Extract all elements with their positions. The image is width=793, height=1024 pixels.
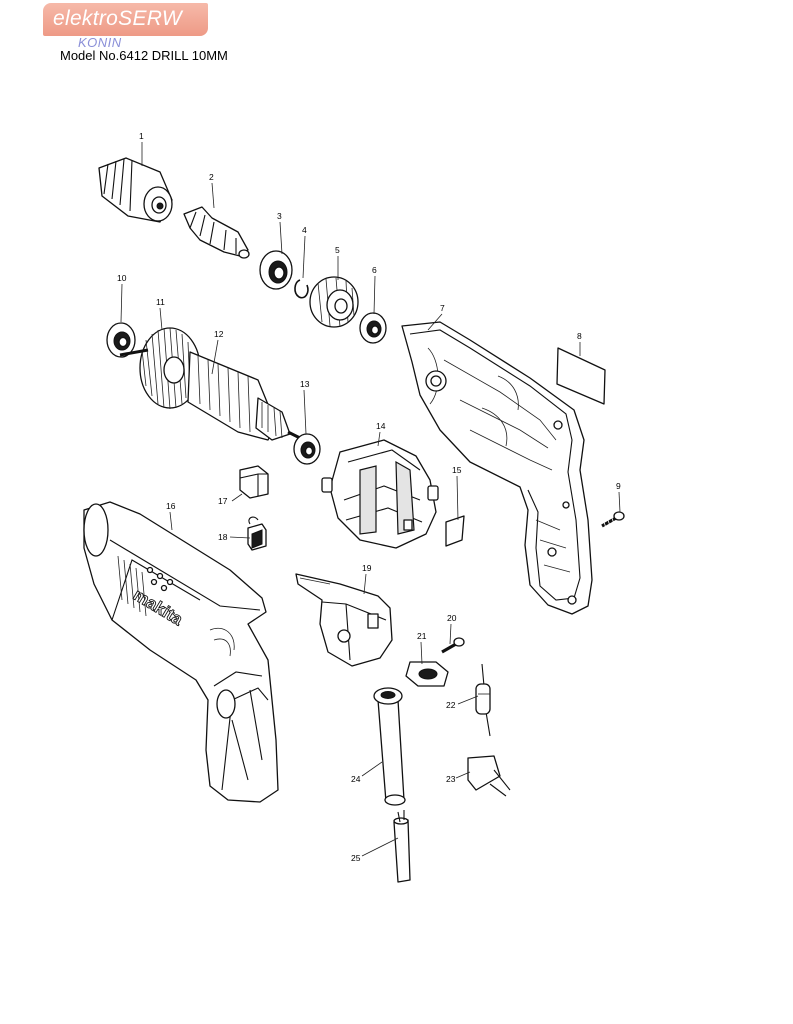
- model-title: Model No.6412 DRILL 10MM: [60, 48, 228, 63]
- part-label-7: 7: [440, 303, 445, 313]
- logo-subtext: KONIN: [78, 35, 122, 50]
- part-10-ball-bearing: [106, 322, 136, 358]
- part-label-23: 23: [446, 774, 456, 784]
- part-24-cord-guard: [373, 687, 406, 806]
- part-label-10: 10: [117, 273, 127, 283]
- part-label-11: 11: [156, 297, 165, 307]
- part-label-13: 13: [300, 379, 310, 389]
- callout-leaders: [120, 142, 621, 857]
- part-22-noise-suppressor: [475, 663, 491, 737]
- part-number-labels: 1 2 3 4 5 6 7 8 9 10 11 12 13 14 15 16 1…: [117, 131, 621, 863]
- part-19-switch: [295, 573, 393, 667]
- part-label-17: 17: [218, 496, 228, 506]
- part-3-ball-bearing: [259, 250, 293, 290]
- part-16-housing: makita: [83, 501, 279, 803]
- part-label-19: 19: [362, 563, 372, 573]
- part-label-5: 5: [335, 245, 340, 255]
- part-label-4: 4: [302, 225, 307, 235]
- part-21-strain-relief: [405, 661, 449, 687]
- part-label-20: 20: [447, 613, 457, 623]
- part-label-22: 22: [446, 700, 456, 710]
- part-5-helical-gear: [309, 276, 359, 328]
- part-label-6: 6: [372, 265, 377, 275]
- part-label-9: 9: [616, 481, 621, 491]
- logo-text: elektroSERW: [53, 7, 182, 30]
- part-18-carbon-brush: [247, 516, 267, 551]
- part-2-spindle: [183, 206, 250, 259]
- part-label-16: 16: [166, 501, 176, 511]
- part-11-fan: [139, 327, 201, 410]
- part-label-14: 14: [376, 421, 386, 431]
- part-7-motor-housing: [401, 321, 593, 615]
- part-13-ball-bearing: [293, 433, 321, 465]
- part-label-15: 15: [452, 465, 462, 475]
- part-15-insulation: [445, 515, 465, 547]
- part-label-1: 1: [139, 131, 144, 141]
- elektroserw-logo: elektroSERW: [43, 3, 208, 36]
- part-label-8: 8: [577, 331, 582, 341]
- part-label-21: 21: [417, 631, 427, 641]
- part-9-tapping-screw: [601, 511, 625, 529]
- part-8-name-plate: [556, 347, 606, 405]
- part-20-screw: [441, 637, 465, 654]
- part-12-armature: [119, 348, 301, 441]
- part-label-3: 3: [277, 211, 282, 221]
- part-23-capacitor: [467, 755, 511, 797]
- part-17-brush-holder: [239, 465, 269, 499]
- part-14-field: [321, 439, 439, 549]
- part-label-18: 18: [218, 532, 228, 542]
- part-label-25: 25: [351, 853, 361, 863]
- part-label-24: 24: [351, 774, 361, 784]
- part-label-12: 12: [214, 329, 224, 339]
- part-label-2: 2: [209, 172, 214, 182]
- part-4-retaining-ring: [294, 279, 309, 299]
- part-25-power-cord: [393, 810, 411, 883]
- part-6-ball-bearing: [359, 312, 387, 344]
- part-1-drill-chuck: [98, 157, 173, 223]
